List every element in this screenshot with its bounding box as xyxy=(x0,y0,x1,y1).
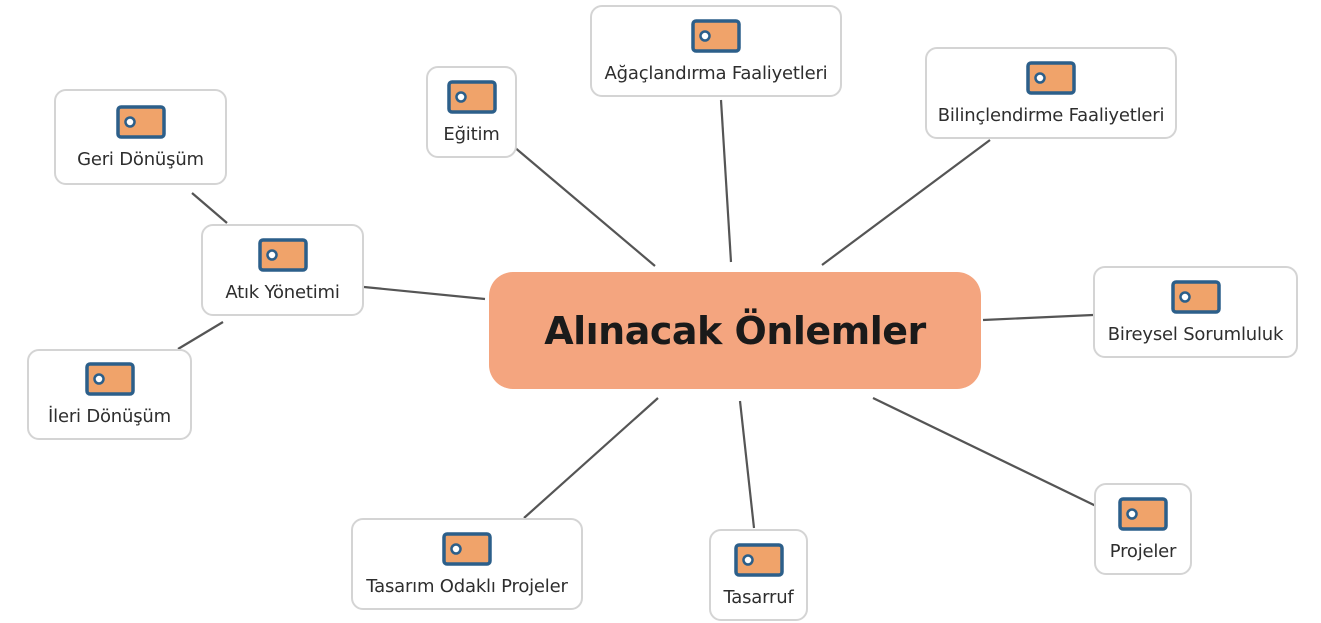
node-label: Bilinçlendirme Faaliyetleri xyxy=(937,104,1165,126)
tag-icon xyxy=(733,542,784,577)
link-projeler xyxy=(872,397,1097,507)
node-geri[interactable]: Geri Dönüşüm xyxy=(54,89,227,185)
link-ileri xyxy=(177,321,224,350)
node-atik[interactable]: Atık Yönetimi xyxy=(201,224,364,316)
node-label: Atık Yönetimi xyxy=(225,281,340,303)
node-label: Geri Dönüşüm xyxy=(77,148,204,170)
node-label: Tasarım Odaklı Projeler xyxy=(366,575,568,597)
node-label: Tasarruf xyxy=(723,586,794,608)
tag-icon xyxy=(691,18,741,53)
node-label: Bireysel Sorumluluk xyxy=(1107,323,1284,345)
center-topic-label: Alınacak Önlemler xyxy=(544,308,926,353)
node-label: İleri Dönüşüm xyxy=(48,406,171,427)
link-agaclandirma xyxy=(719,99,733,263)
tag-icon xyxy=(442,531,492,566)
link-geri xyxy=(191,192,228,224)
link-tasarruf xyxy=(738,400,756,529)
tag-icon xyxy=(1026,60,1076,95)
link-tasarim xyxy=(523,397,659,519)
node-tasarim[interactable]: Tasarım Odaklı Projeler xyxy=(351,518,583,610)
node-label: Ağaçlandırma Faaliyetleri xyxy=(604,62,828,84)
node-tasarruf[interactable]: Tasarruf xyxy=(709,529,808,621)
node-egitim[interactable]: Eğitim xyxy=(426,66,517,158)
node-bilinclendirme[interactable]: Bilinçlendirme Faaliyetleri xyxy=(925,47,1177,139)
link-bilinclendirme xyxy=(821,139,991,266)
tag-icon xyxy=(84,362,135,396)
node-projeler[interactable]: Projeler xyxy=(1094,483,1192,575)
tag-icon xyxy=(1118,496,1168,531)
node-bireysel[interactable]: Bireysel Sorumluluk xyxy=(1093,266,1298,358)
link-bireysel xyxy=(982,313,1094,322)
node-label: Projeler xyxy=(1109,540,1177,562)
tag-icon xyxy=(257,237,308,272)
tag-icon xyxy=(1170,279,1221,314)
node-ileri[interactable]: İleri Dönüşüm xyxy=(27,349,192,440)
node-agaclandirma[interactable]: Ağaçlandırma Faaliyetleri xyxy=(590,5,842,97)
link-egitim xyxy=(512,145,656,267)
node-label: Eğitim xyxy=(443,123,500,145)
tag-icon xyxy=(115,104,166,139)
link-atik xyxy=(363,285,486,301)
center-topic[interactable]: Alınacak Önlemler xyxy=(489,272,981,389)
tag-icon xyxy=(446,79,497,114)
